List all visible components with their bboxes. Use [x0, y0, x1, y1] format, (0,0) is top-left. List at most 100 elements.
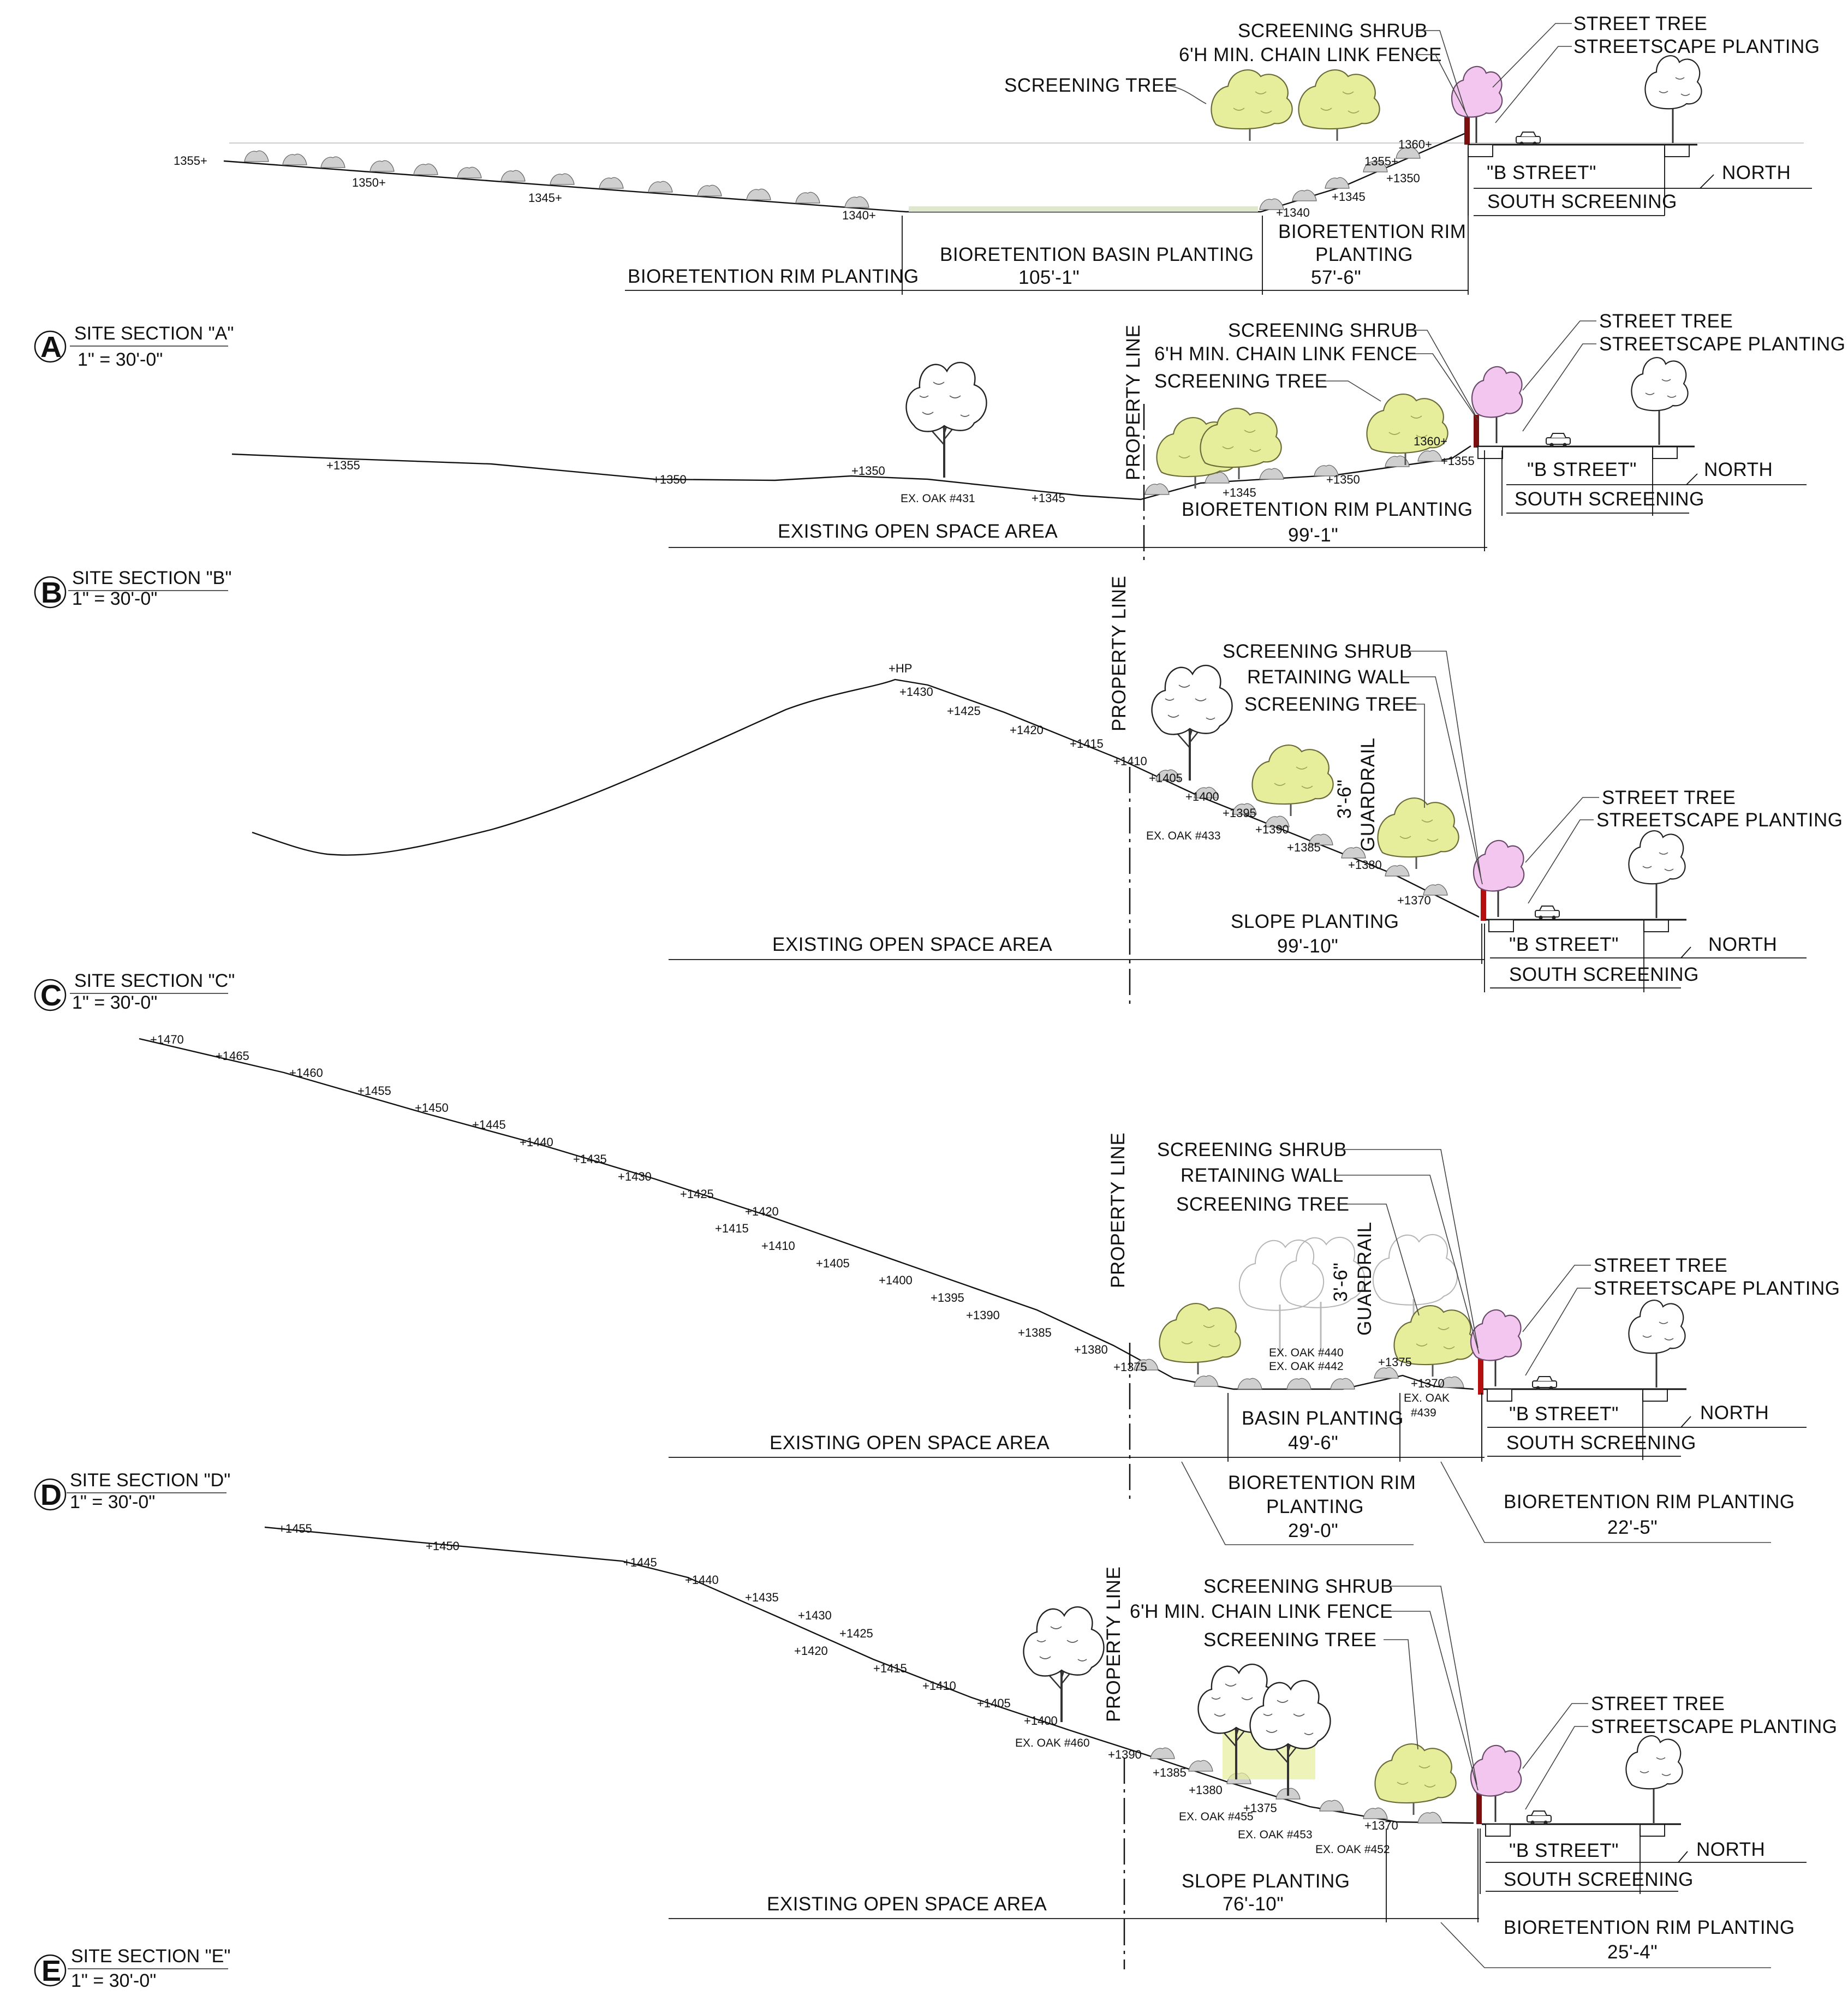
elev: +1470 [150, 1033, 184, 1046]
elev: +1445 [623, 1556, 657, 1569]
oak-label: EX. OAK #442 [1269, 1360, 1344, 1373]
elev: +1375 [1113, 1360, 1147, 1374]
label-property-line: PROPERTY LINE [1108, 576, 1130, 731]
elev: +1435 [573, 1152, 607, 1166]
elev: +1455 [357, 1084, 391, 1098]
label-screening-tree: SCREENING TREE [1244, 694, 1418, 715]
elev: +1390 [966, 1308, 1000, 1322]
section-a-basin-grass [909, 206, 1258, 212]
section-a-grade-line [223, 131, 1469, 213]
elev: +1390 [1255, 823, 1289, 836]
elev: +1430 [618, 1170, 652, 1183]
leader [1522, 320, 1596, 432]
section-d-marker [34, 1478, 67, 1511]
elev: +1465 [216, 1049, 249, 1063]
label-south-screening: SOUTH SCREENING [1506, 1432, 1696, 1454]
section-b-existing-oak [905, 361, 988, 479]
leader [1403, 651, 1483, 885]
label-chain-link-fence: 6'H MIN. CHAIN LINK FENCE [1130, 1601, 1393, 1622]
elev: +1450 [426, 1539, 460, 1553]
dim-slope: 76'-10" [1223, 1893, 1284, 1915]
section-a-street-tree-pink [1451, 65, 1503, 144]
elev: +1355 [326, 458, 360, 472]
oak-label: EX. OAK #455 [1179, 1810, 1254, 1823]
label-screening-shrub: SCREENING SHRUB [1238, 20, 1428, 41]
section-d-letter: D [40, 1479, 62, 1511]
oak-label: EX. OAK [1404, 1392, 1450, 1404]
elev: +1380 [1074, 1343, 1108, 1356]
label-guardrail: GUARDRAIL [1357, 737, 1379, 851]
label-south-screening: SOUTH SCREENING [1487, 191, 1677, 212]
section-d-car [1532, 1376, 1557, 1391]
elev: +1345 [1223, 486, 1256, 499]
section-e-scale: 1" = 30'-0" [71, 1970, 156, 1991]
leader [1522, 1265, 1591, 1376]
label-north: NORTH [1722, 162, 1791, 183]
label-guardrail-height: 3'-6" [1330, 1262, 1351, 1302]
section-c-marker [34, 979, 67, 1011]
section-a-screening-tree [1210, 69, 1293, 142]
label-screening-tree: SCREENING TREE [1154, 371, 1328, 392]
label-north: NORTH [1704, 459, 1773, 480]
oak-label: EX. OAK #453 [1238, 1829, 1313, 1841]
label-bioretention-rim-line2: PLANTING [1315, 244, 1413, 265]
section-e-marker [34, 1954, 67, 1987]
label-north: NORTH [1696, 1839, 1765, 1860]
section-d-street-tree [1628, 1299, 1686, 1389]
section-d-grade-line [139, 1038, 1474, 1390]
section-a-marker [34, 330, 67, 363]
leader [1334, 1149, 1480, 1354]
elev: +1410 [1113, 754, 1147, 768]
dim-rim-left: 29'-0" [1288, 1520, 1338, 1541]
elev: +1375 [1243, 1801, 1277, 1815]
section-e-dim-lines [1480, 1829, 1807, 1894]
section-c-grade-line [252, 678, 1480, 918]
elev: +1425 [680, 1187, 714, 1201]
label-north: NORTH [1708, 934, 1777, 955]
section-a-street-tree [1644, 55, 1703, 144]
elev: +1420 [1010, 723, 1044, 737]
section-a-shrubs [244, 147, 1421, 210]
section-e-existing-oak [1022, 1606, 1105, 1723]
elev: +1400 [1185, 790, 1219, 803]
label-bioretention-basin-planting: BIORETENTION BASIN PLANTING [940, 244, 1254, 265]
leader [1181, 1461, 1414, 1545]
label-street-tree: STREET TREE [1594, 1255, 1727, 1276]
oak-label: EX. OAK #431 [901, 492, 975, 505]
section-d-scale: 1" = 30'-0" [70, 1492, 155, 1512]
section-d-screening-tree [1158, 1302, 1242, 1375]
section-c-dim-lines [1484, 924, 1807, 992]
section-e-curb [1485, 1824, 1511, 1837]
section-a-curb [1468, 144, 1493, 157]
label-screening-shrub: SCREENING SHRUB [1203, 1576, 1393, 1597]
elev: +1420 [794, 1644, 828, 1658]
section-d-bottom-dims [669, 1393, 1485, 1462]
label-existing-open-space: EXISTING OPEN SPACE AREA [778, 521, 1058, 542]
elev: +1430 [798, 1609, 832, 1622]
label-streetscape-planting: STREETSCAPE PLANTING [1573, 36, 1820, 57]
oak-label: #439 [1411, 1407, 1436, 1419]
label-street-tree: STREET TREE [1599, 311, 1733, 332]
section-b-curb [1477, 446, 1503, 459]
elev: +1395 [931, 1291, 964, 1305]
elev: +1405 [977, 1696, 1011, 1710]
elev: +1400 [1024, 1714, 1058, 1728]
oak-label: EX. OAK #460 [1015, 1737, 1090, 1749]
section-b-car [1546, 433, 1571, 448]
section-a-curb [1664, 144, 1690, 157]
elev: 1360+ [1414, 434, 1447, 448]
section-c-screening-tree [1251, 744, 1334, 817]
dim-basin: 105'-1" [1018, 267, 1080, 288]
section-c-scale: 1" = 30'-0" [72, 992, 157, 1013]
label-slope-planting: SLOPE PLANTING [1182, 1871, 1350, 1892]
elev: +1345 [1032, 491, 1065, 505]
label-retaining-wall: RETAINING WALL [1181, 1165, 1344, 1186]
label-b-street: "B STREET" [1509, 934, 1619, 955]
label-screening-tree: SCREENING TREE [1176, 1194, 1350, 1215]
section-e-fence [1476, 1785, 1482, 1824]
elev: 1360+ [1398, 138, 1432, 151]
dim-slope: 99'-10" [1277, 936, 1338, 957]
label-existing-open-space: EXISTING OPEN SPACE AREA [770, 1432, 1050, 1454]
leader [1415, 30, 1469, 118]
label-north: NORTH [1700, 1402, 1769, 1424]
